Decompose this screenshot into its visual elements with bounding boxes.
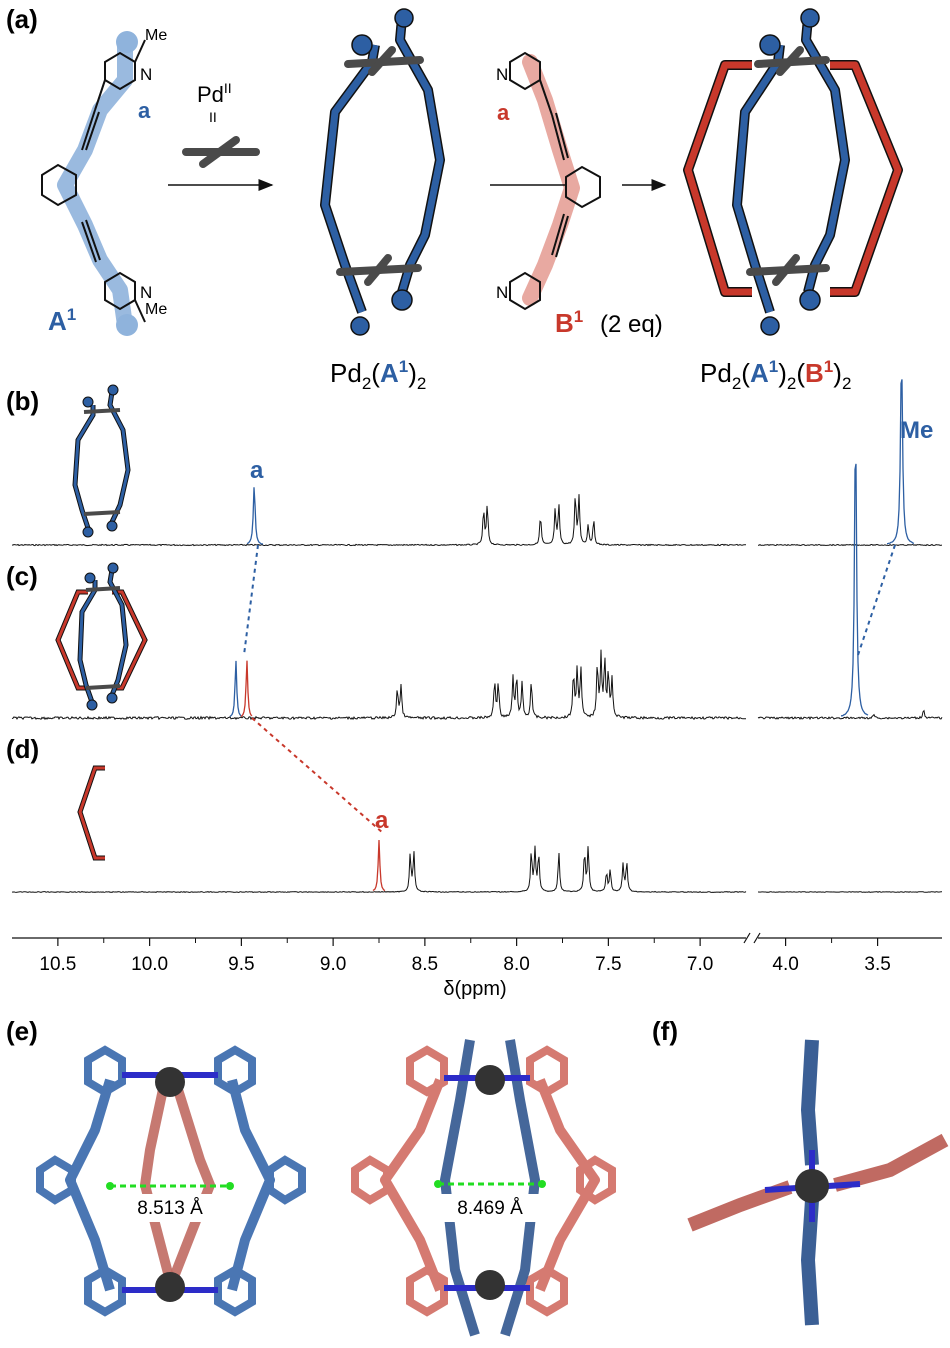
mini-ligand-icon-d	[77, 765, 105, 861]
x-tick-label: 7.0	[687, 954, 713, 975]
crystal-structure-side-view	[687, 1039, 949, 1326]
nitrogen-label-top: N	[140, 65, 152, 84]
x-tick-label: 10.0	[131, 954, 168, 975]
peak-label-me: Me	[900, 417, 933, 444]
x-tick-label: 8.5	[412, 954, 438, 975]
cage-pd2a2b2	[683, 8, 903, 336]
ligand-b1-structure	[509, 51, 601, 311]
b1-nitrogen-label-bottom: N	[496, 283, 508, 302]
distance-label-2: 8.469 Å	[457, 1198, 523, 1219]
panel-label-f: (f)	[652, 1016, 678, 1046]
pd-reagent-label: PdII	[197, 80, 232, 107]
x-tick-label: 7.5	[595, 954, 621, 975]
panel-label-b: (b)	[6, 386, 39, 416]
x-tick-label: 3.5	[864, 954, 890, 975]
x-axis-label: δ(ppm)	[443, 978, 506, 1000]
pd-equals-label: II	[209, 109, 217, 125]
b1-proton-a-label: a	[497, 100, 510, 125]
distance-label-1: 8.513 Å	[137, 1198, 203, 1219]
spectrum-c	[11, 463, 943, 721]
b1-nitrogen-label-top: N	[496, 65, 508, 84]
panel-label-d: (d)	[6, 734, 39, 764]
panel-label-e: (e)	[6, 1016, 38, 1046]
ligand-a1-structure	[41, 31, 146, 336]
product1-label: Pd2(A1)2	[330, 357, 426, 393]
peak-label-a-blue: a	[250, 457, 264, 484]
correlation-line-a-red	[251, 717, 384, 834]
methyl-label-bottom: Me	[145, 301, 167, 318]
crystal-structure-pd2a2b2	[351, 1039, 616, 1337]
x-tick-label: 9.0	[320, 954, 346, 975]
ligand-a1-label: A1	[48, 305, 76, 336]
crystal-structure-pd2a2	[36, 1045, 306, 1317]
spectrum-d	[11, 839, 942, 894]
mini-cage-icon-b	[72, 384, 131, 538]
x-tick-label: 8.0	[503, 954, 529, 975]
nitrogen-label-bottom: N	[140, 283, 152, 302]
correlation-line-a-blue	[243, 544, 259, 656]
nmr-x-axis: 10.5 10.0 9.5 9.0 8.5 8.0 7.5 7.0 4.0 3.5	[12, 932, 942, 975]
x-tick-label: 10.5	[39, 954, 76, 975]
product2-label: Pd2(A1)2(B1)2	[700, 357, 851, 393]
methyl-label-top: Me	[145, 27, 167, 44]
ligand-b1-label: B1	[555, 307, 583, 338]
cage-pd2a2	[320, 8, 445, 336]
mini-cage-icon-c	[55, 562, 148, 711]
pd-square-icon	[182, 136, 260, 168]
panel-label-a: (a)	[6, 4, 38, 34]
peak-label-a-red: a	[375, 807, 389, 834]
spectrum-b	[11, 379, 943, 547]
x-tick-label: 9.5	[228, 954, 254, 975]
x-tick-label: 4.0	[772, 954, 798, 975]
panel-label-c: (c)	[6, 561, 38, 591]
proton-a-label: a	[138, 98, 151, 123]
correlation-line-me	[857, 544, 896, 656]
ligand-b1-equivalents: (2 eq)	[600, 311, 663, 338]
